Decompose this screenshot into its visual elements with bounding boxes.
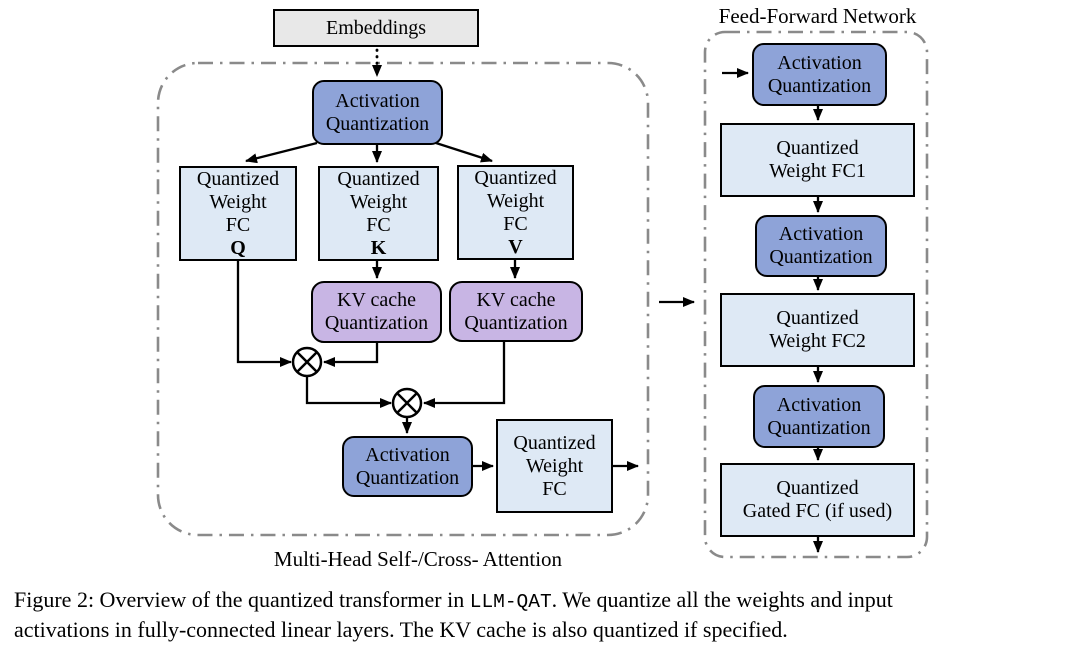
box-label: Activation [778, 223, 864, 245]
box-label: KV cache [476, 288, 556, 311]
arrow-fcq-to-multiply [236, 261, 292, 367]
activation-quantization-box: Activation Quantization [342, 436, 473, 497]
box-label: Quantization [767, 74, 872, 97]
quantized-weight-fc1-box: Quantized Weight FC1 [720, 123, 915, 197]
box-label: KV cache [336, 289, 417, 311]
activation-quantization-box: Activation Quantization [755, 215, 887, 277]
box-label: Quantized [776, 137, 859, 159]
quantized-weight-fc2-box: Quantized Weight FC2 [720, 293, 915, 367]
quantized-weight-fc-out-box: Quantized Weight FC [496, 419, 613, 513]
box-label: Weight [349, 190, 408, 213]
attention-panel-label: Multi-Head Self-/Cross- Attention [273, 547, 563, 571]
embeddings-label: Embeddings [326, 16, 426, 39]
box-label: Quantized [513, 431, 596, 454]
box-label: Activation [776, 393, 862, 416]
quantized-gated-fc-box: Quantized Gated FC (if used) [720, 463, 915, 537]
box-label: Weight [525, 454, 584, 477]
box-label: Weight [486, 189, 545, 212]
multiply-icon [391, 387, 423, 419]
box-label: Quantization [464, 311, 568, 334]
activation-quantization-box: Activation Quantization [312, 80, 443, 145]
arrow-kvcachek-to-multiply [323, 343, 379, 367]
box-label: Quantization [324, 312, 429, 334]
caption-text: activations in fully-connected linear la… [14, 617, 788, 642]
box-label: Activation [335, 89, 420, 112]
arrow-kvcachev-to-multiply [423, 342, 506, 408]
caption-text: Figure 2: Overview of the quantized tran… [14, 587, 470, 612]
arrow-multiply1-to-multiply2 [305, 377, 392, 408]
embeddings-box: Embeddings [273, 9, 479, 47]
box-label: Weight FC1 [769, 160, 866, 182]
box-label: Quantization [325, 112, 430, 135]
box-label: Quantized [776, 477, 859, 499]
box-label: Quantized [474, 166, 557, 189]
box-label: Weight FC2 [769, 330, 866, 352]
box-label: Weight [209, 190, 267, 213]
activation-quantization-box: Activation Quantization [752, 43, 887, 106]
caption-text: . We quantize all the weights and input [551, 587, 893, 612]
kv-cache-quantization-v-box: KV cache Quantization [449, 281, 583, 342]
figure-caption: Figure 2: Overview of the quantized tran… [14, 586, 1078, 644]
multiply-icon [291, 346, 323, 378]
box-label: Quantization [769, 246, 873, 268]
activation-quantization-box: Activation Quantization [753, 385, 885, 448]
box-label: Gated FC (if used) [742, 500, 893, 522]
arrow-activation-to-fcq [245, 141, 318, 164]
ffn-panel-title: Feed-Forward Network [718, 4, 917, 28]
box-label: Quantized [337, 167, 420, 190]
box-label: Activation [777, 51, 862, 74]
box-label: Activation [365, 443, 450, 466]
box-label: Quantized [196, 167, 280, 190]
box-label: Quantized [776, 307, 859, 329]
caption-code: LLM-QAT [469, 591, 552, 613]
box-label: FC [542, 477, 567, 500]
box-label: Quantization [767, 416, 871, 439]
box-label: Quantization [355, 466, 460, 489]
kv-cache-quantization-k-box: KV cache Quantization [311, 281, 442, 343]
arrow-activation-to-fcv [435, 141, 493, 163]
